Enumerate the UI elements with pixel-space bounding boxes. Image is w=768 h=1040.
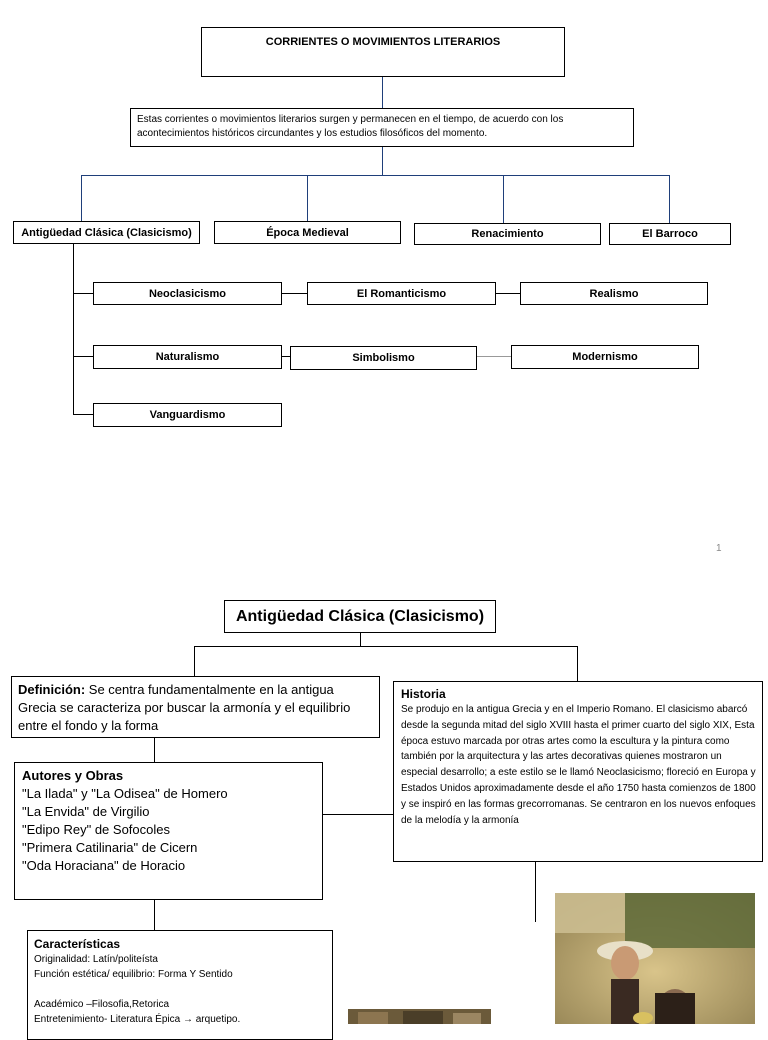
connector xyxy=(73,293,93,294)
movement-box: Naturalismo xyxy=(93,345,282,369)
section-title-box: Antigüedad Clásica (Clasicismo) xyxy=(224,600,496,633)
intro-box: Estas corrientes o movimientos literario… xyxy=(130,108,634,147)
connector xyxy=(535,862,536,922)
caracteristicas-title: Características xyxy=(34,937,121,951)
caracteristica-item: Función estética/ equilibrio: Forma Y Se… xyxy=(34,969,233,980)
movement-label: Vanguardismo xyxy=(149,409,226,421)
connector xyxy=(282,356,290,357)
chart-title: CORRIENTES O MOVIMIENTOS LITERARIOS xyxy=(265,36,501,48)
definicion-label: Definición: xyxy=(18,682,86,697)
movement-box: El Romanticismo xyxy=(307,282,496,305)
connector xyxy=(382,147,383,175)
connector xyxy=(282,293,307,294)
autores-box: Autores y Obras "La Ilada" y "La Odisea"… xyxy=(14,762,323,900)
era-box-barroco: El Barroco xyxy=(609,223,731,245)
movement-box: Vanguardismo xyxy=(93,403,282,427)
movement-label: Modernismo xyxy=(572,351,638,363)
connector xyxy=(307,175,308,222)
connector xyxy=(154,900,155,930)
movement-label: El Romanticismo xyxy=(356,287,447,300)
movement-label: Neoclasicismo xyxy=(148,287,227,300)
section-title: Antigüedad Clásica (Clasicismo) xyxy=(235,607,485,625)
connector xyxy=(154,738,155,762)
connector xyxy=(360,633,361,647)
caracteristica-item: Originalidad: Latín/politeísta xyxy=(34,954,158,965)
definicion-text: Se centra fundamentalmente en la antigua… xyxy=(18,682,351,733)
caracteristica-item xyxy=(34,982,326,997)
historia-text: Se produjo en la antigua Grecia y en el … xyxy=(401,704,756,826)
connector xyxy=(73,414,93,415)
caracteristica-item: Académico –Filosofia,Retorica xyxy=(34,999,170,1010)
movement-box: Simbolismo xyxy=(290,346,477,370)
connector xyxy=(73,356,93,357)
connector xyxy=(669,175,670,223)
portrait-collage-image xyxy=(555,893,755,1024)
connector xyxy=(322,814,393,815)
connector xyxy=(81,175,82,221)
caracteristica-item: Entretenimiento- Literatura Épica → arqu… xyxy=(34,1014,241,1025)
historia-title: Historia xyxy=(401,687,446,701)
movement-box: Neoclasicismo xyxy=(93,282,282,305)
autor-obra: "Oda Horaciana" de Horacio xyxy=(22,858,186,873)
movement-box: Modernismo xyxy=(511,345,699,369)
era-label: Renacimiento xyxy=(471,228,544,240)
movement-box: Realismo xyxy=(520,282,708,305)
chart-title-box: CORRIENTES O MOVIMIENTOS LITERARIOS xyxy=(201,27,565,77)
caracteristicas-box: Características Originalidad: Latín/poli… xyxy=(27,930,333,1040)
movement-label: Realismo xyxy=(589,287,639,300)
historia-box: Historia Se produjo en la antigua Grecia… xyxy=(393,681,763,862)
connector xyxy=(194,646,578,647)
connector xyxy=(503,175,504,223)
era-box-renacimiento: Renacimiento xyxy=(414,223,601,245)
connector xyxy=(194,646,195,676)
movement-label: Naturalismo xyxy=(155,351,220,363)
painting-image xyxy=(348,1009,491,1024)
definicion-box: Definición: Se centra fundamentalmente e… xyxy=(11,676,380,738)
era-label: Antigüedad Clásica (Clasicismo) xyxy=(21,226,192,239)
intro-text: Estas corrientes o movimientos literario… xyxy=(137,114,564,139)
autor-obra: "La Envida" de Virgilio xyxy=(22,804,150,819)
connector xyxy=(73,244,74,415)
era-label: Época Medieval xyxy=(266,226,349,239)
connector xyxy=(477,356,511,357)
connector xyxy=(81,175,670,176)
era-box-medieval: Época Medieval xyxy=(214,221,401,244)
connector xyxy=(382,77,383,108)
connector xyxy=(496,293,520,294)
page-number: 1 xyxy=(716,543,722,554)
autor-obra: "Edipo Rey" de Sofocoles xyxy=(22,822,170,837)
era-box-clasicismo: Antigüedad Clásica (Clasicismo) xyxy=(13,221,200,244)
autor-obra: "La Ilada" y "La Odisea" de Homero xyxy=(22,786,228,801)
autor-obra: "Primera Catilinaria" de Cicern xyxy=(22,840,198,855)
movement-label: Simbolismo xyxy=(352,352,415,364)
era-label: El Barroco xyxy=(642,228,698,240)
autores-title: Autores y Obras xyxy=(22,768,124,783)
connector xyxy=(577,646,578,681)
